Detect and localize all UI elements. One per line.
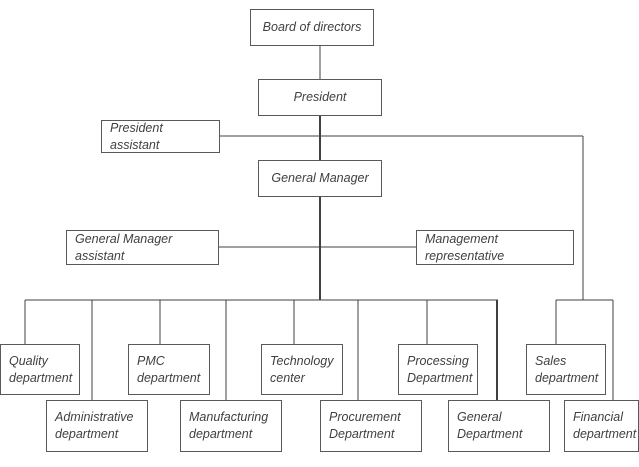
node-label: Management representative	[425, 231, 505, 263]
node-general-department[interactable]: General Department	[448, 400, 550, 452]
node-processing-department[interactable]: Processing Department	[398, 344, 478, 395]
node-label: General Department	[457, 410, 523, 441]
node-general-manager-assistant[interactable]: General Manager assistant	[66, 230, 219, 265]
node-label: Technology center	[270, 353, 334, 385]
node-label: Procurement Department	[329, 410, 401, 441]
node-label: Manufacturing department	[189, 410, 269, 441]
node-label: PMC department	[137, 353, 201, 385]
node-label: General Manager assistant	[75, 231, 173, 263]
node-quality-department[interactable]: Quality department	[0, 344, 80, 395]
node-label: General Manager	[271, 171, 369, 185]
node-label: Sales department	[535, 353, 599, 385]
node-label: Administrative department	[55, 410, 134, 441]
node-board-of-directors[interactable]: Board of directors	[250, 9, 374, 46]
node-management-representative[interactable]: Management representative	[416, 230, 574, 265]
node-label: President assistant	[110, 120, 163, 152]
node-procurement-department[interactable]: Procurement Department	[320, 400, 422, 452]
node-president-assistant[interactable]: President assistant	[101, 120, 220, 153]
node-president[interactable]: President	[258, 79, 382, 116]
node-financial-department[interactable]: Financial department	[564, 400, 639, 452]
node-technology-center[interactable]: Technology center	[261, 344, 343, 395]
node-pmc-department[interactable]: PMC department	[128, 344, 210, 395]
node-label: President	[293, 90, 347, 104]
node-administrative-department[interactable]: Administrative department	[46, 400, 148, 452]
node-label: Processing Department	[407, 353, 473, 385]
node-label: Board of directors	[262, 20, 362, 34]
node-general-manager[interactable]: General Manager	[258, 160, 382, 197]
node-sales-department[interactable]: Sales department	[526, 344, 606, 395]
node-label: Financial department	[573, 410, 637, 441]
node-label: Quality department	[9, 353, 73, 385]
node-manufacturing-department[interactable]: Manufacturing department	[180, 400, 282, 452]
